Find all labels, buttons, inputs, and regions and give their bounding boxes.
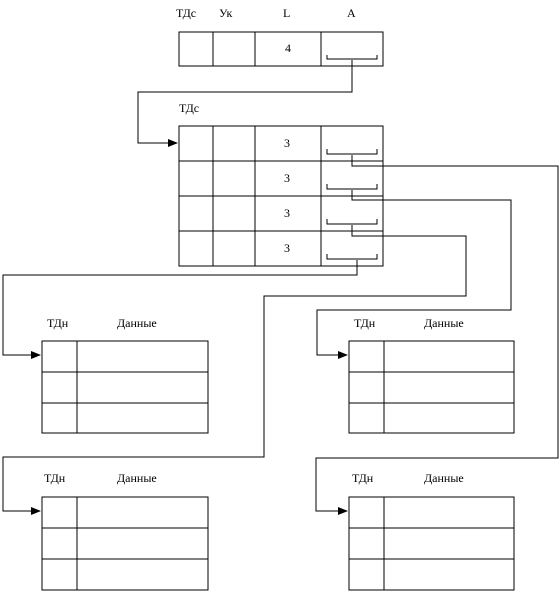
data-table-label: ТДн bbox=[44, 471, 66, 485]
pointer-arrow-row2 bbox=[316, 190, 512, 359]
descriptor-row: 3 bbox=[178, 230, 384, 267]
data-table: ТДн Данные bbox=[348, 316, 515, 434]
header-cell-tds bbox=[178, 31, 214, 67]
header-col-uk: Ук bbox=[219, 6, 232, 20]
pointer-bracket bbox=[326, 219, 378, 225]
pointer-arrow-row1 bbox=[315, 155, 559, 515]
descriptor-value: 3 bbox=[284, 241, 290, 255]
pointer-arrow-row4 bbox=[2, 260, 358, 359]
header-value-l: 4 bbox=[285, 41, 291, 55]
data-table-label: ТДн bbox=[47, 316, 69, 330]
header-col-l: L bbox=[283, 6, 290, 20]
header-table: ТДс Ук L A 4 bbox=[176, 6, 384, 67]
data-table-label: ТДн bbox=[352, 471, 374, 485]
descriptor-table: ТДс 3 3 3 bbox=[178, 101, 384, 267]
descriptor-value: 3 bbox=[284, 206, 290, 220]
header-col-tds: ТДс bbox=[176, 6, 196, 20]
data-table-data-label: Данные bbox=[424, 316, 464, 330]
data-table: ТДн Данные bbox=[41, 316, 209, 434]
header-cell-uk bbox=[212, 31, 256, 67]
data-table-data-label: Данные bbox=[424, 471, 464, 485]
descriptor-value: 3 bbox=[284, 136, 290, 150]
pointer-bracket bbox=[326, 254, 378, 260]
descriptor-value: 3 bbox=[284, 171, 290, 185]
pointer-bracket bbox=[326, 184, 378, 190]
descriptor-table-label: ТДс bbox=[179, 101, 199, 115]
pointer-arrow-row3 bbox=[2, 225, 467, 515]
data-table-data-label: Данные bbox=[117, 316, 157, 330]
data-table: ТДн Данные bbox=[41, 471, 209, 591]
data-table-label: ТДн bbox=[354, 316, 376, 330]
data-table-data-label: Данные bbox=[117, 471, 157, 485]
header-col-a: A bbox=[347, 6, 356, 20]
data-table: ТДн Данные bbox=[348, 471, 515, 591]
pointer-arrow-header-to-descriptor bbox=[137, 60, 353, 147]
pointer-bracket bbox=[326, 149, 378, 155]
pointer-bracket bbox=[326, 55, 378, 60]
